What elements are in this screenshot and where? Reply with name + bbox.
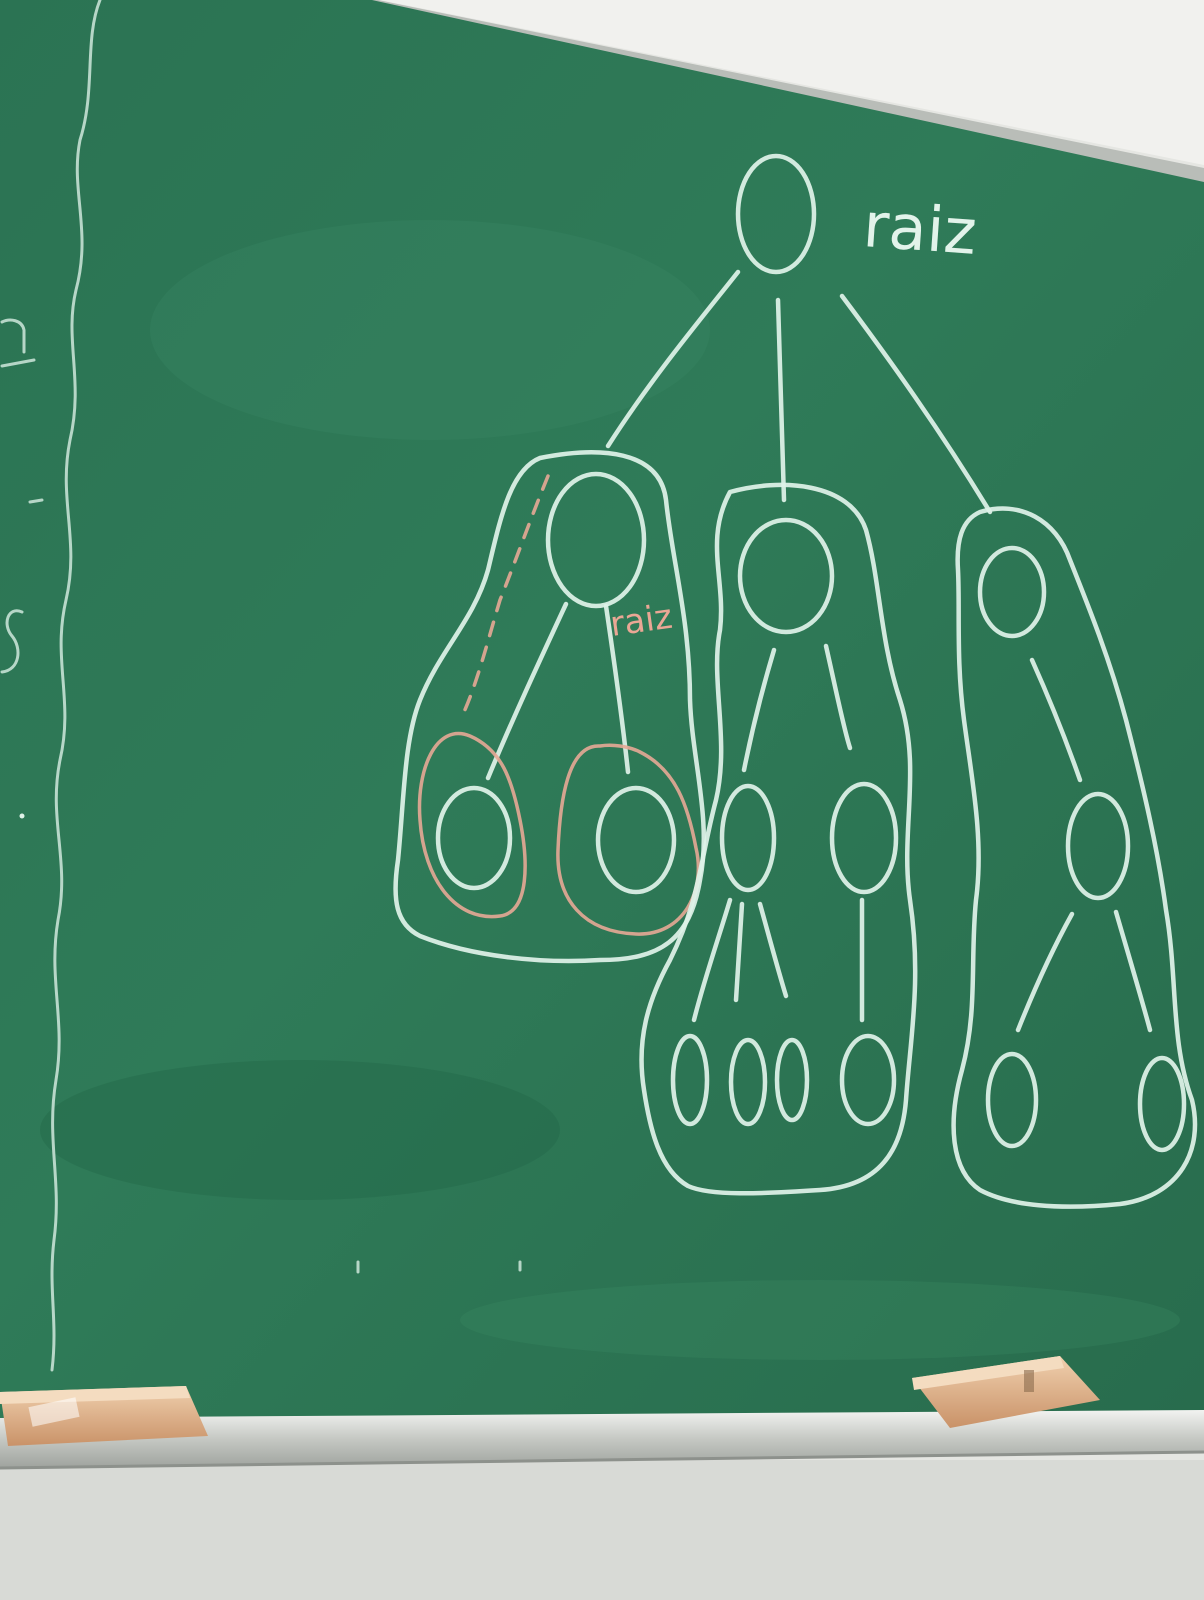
edge-left-b bbox=[603, 603, 631, 775]
eraser-right bbox=[912, 1356, 1100, 1428]
tree-leaf-node bbox=[985, 1051, 1039, 1149]
edge-right-b bbox=[1015, 911, 1075, 1033]
tree-node bbox=[1065, 791, 1131, 901]
tray-edge bbox=[0, 1450, 1204, 1470]
divider-line bbox=[50, 0, 102, 1372]
tree-leaf-node bbox=[670, 1033, 710, 1127]
left-margin-marks bbox=[0, 318, 44, 819]
tree-leaf-node bbox=[728, 1037, 768, 1127]
chalk-smudge bbox=[460, 1280, 1180, 1360]
edge-root-middle bbox=[775, 297, 787, 503]
edge-middle-e bbox=[757, 901, 789, 999]
pink-circle-leaf bbox=[417, 732, 527, 919]
chalkboard bbox=[0, 0, 1204, 1418]
middle-subtree-root-node bbox=[737, 517, 835, 635]
pink-dashed-annotation bbox=[462, 474, 550, 714]
root-label: raiz bbox=[861, 188, 979, 269]
wall-top-right bbox=[380, 0, 1204, 165]
tree-node bbox=[829, 781, 899, 895]
eraser-left bbox=[0, 1386, 208, 1446]
edge-middle-d bbox=[733, 901, 745, 1003]
subtree-outline-right bbox=[951, 506, 1198, 1209]
edge-right-c bbox=[1113, 909, 1153, 1033]
edge-root-left bbox=[605, 269, 741, 449]
left-subtree-root-node bbox=[545, 471, 647, 609]
tree-node bbox=[719, 783, 777, 893]
edge-middle-b bbox=[823, 643, 853, 751]
subtree-outline-middle bbox=[639, 482, 918, 1196]
subtree-root-label: raiz bbox=[608, 597, 675, 645]
edge-middle-a bbox=[741, 647, 777, 773]
edge-root-right bbox=[839, 293, 993, 515]
subtree-outline-left bbox=[393, 450, 707, 964]
right-subtree-root-node bbox=[977, 545, 1047, 639]
wall-bottom bbox=[0, 1460, 1204, 1600]
tree-leaf-node bbox=[435, 785, 513, 891]
tree-leaf-node bbox=[595, 785, 677, 895]
tree-leaf-node bbox=[839, 1033, 897, 1127]
tree-leaf-node bbox=[1137, 1055, 1187, 1153]
pink-circle-leaf bbox=[556, 743, 701, 936]
edge-right-a bbox=[1029, 657, 1083, 783]
tree-leaf-node bbox=[774, 1037, 810, 1123]
tree-root-node bbox=[735, 153, 817, 275]
chalk-smudge bbox=[40, 1060, 560, 1200]
chalk-tray bbox=[0, 1410, 1204, 1468]
edge-middle-c bbox=[691, 897, 733, 1023]
chalk-smudge bbox=[150, 220, 710, 440]
